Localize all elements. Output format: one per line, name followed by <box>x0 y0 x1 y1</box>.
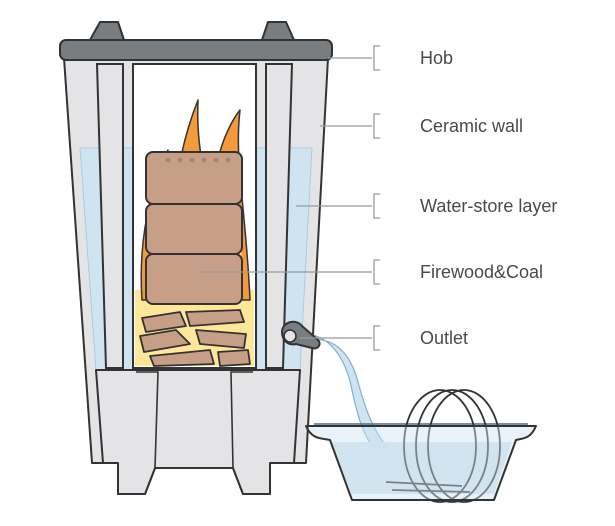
bracket-hob <box>373 45 380 71</box>
log-holes <box>165 157 231 163</box>
fire-chamber <box>132 63 257 369</box>
left-inner-pillar <box>95 63 124 369</box>
hob-left-lug <box>89 21 125 41</box>
base-left-leg-inner <box>136 371 159 469</box>
label-water-store-layer: Water-store layer <box>420 196 557 216</box>
log-middle <box>145 203 243 255</box>
hob-right-lug <box>261 21 295 41</box>
label-ceramic-wall: Ceramic wall <box>420 116 523 136</box>
outlet-valve <box>283 329 297 343</box>
leader-lines <box>200 45 380 351</box>
dishes <box>385 389 501 503</box>
hob-plate <box>59 39 333 61</box>
bracket-outlet <box>373 325 380 351</box>
firewood-logs <box>145 151 243 305</box>
log-bottom <box>145 253 243 305</box>
basin-water <box>330 442 512 494</box>
label-hob: Hob <box>420 48 453 68</box>
basin-bowl <box>305 425 537 501</box>
right-inner-pillar <box>265 63 294 369</box>
stove-base <box>95 369 301 495</box>
base-right-leg-inner <box>230 371 253 469</box>
hob <box>59 21 333 61</box>
bracket-firewood <box>373 259 380 285</box>
label-firewood-coal: Firewood&Coal <box>420 262 543 282</box>
bracket-ceramic-wall <box>373 113 380 139</box>
bracket-water-store <box>373 193 380 219</box>
basin <box>305 389 537 503</box>
coal-pieces <box>139 309 251 367</box>
label-outlet: Outlet <box>420 328 468 348</box>
